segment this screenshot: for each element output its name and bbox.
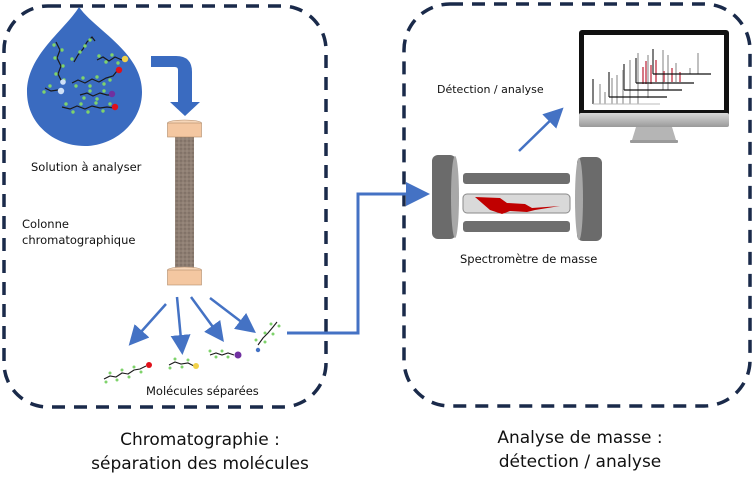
chromatography-column xyxy=(167,119,202,286)
mass-analysis-caption: Analyse de masse : détection / analyse xyxy=(460,426,700,474)
separated-molecules-label: Molécules séparées xyxy=(146,384,259,398)
hydrogen-atoms xyxy=(42,38,120,114)
column-label-line2: chromatographique xyxy=(22,233,136,247)
detection-label: Détection / analyse xyxy=(437,83,544,96)
separation-arrow xyxy=(189,296,224,343)
atom-purple xyxy=(108,90,116,98)
atom-yellow xyxy=(121,55,129,63)
separated-molecules xyxy=(103,321,281,384)
separation-arrows xyxy=(128,296,256,355)
transfer-arrow xyxy=(287,182,430,335)
column-label-line1: Colonne xyxy=(22,217,69,231)
chromatography-section-border xyxy=(2,4,328,409)
separation-arrow xyxy=(209,297,256,334)
chromatography-caption-line1: Chromatographie : xyxy=(120,430,280,450)
mass-spectrum-chart xyxy=(592,49,711,105)
mass-analysis-section-border xyxy=(402,2,752,408)
solution-drop xyxy=(27,7,142,146)
atom-red xyxy=(111,103,119,111)
detection-arrow xyxy=(518,107,564,152)
mass-analysis-caption-line1: Analyse de masse : xyxy=(497,428,663,448)
atom-red xyxy=(115,66,123,74)
mass-spectrometer xyxy=(432,155,602,241)
atom-lightblue xyxy=(57,87,65,95)
solution-label: Solution à analyser xyxy=(31,160,142,174)
separation-arrow xyxy=(128,303,167,346)
mass-analysis-caption-line2: détection / analyse xyxy=(498,452,662,472)
spectrometer-label: Spectromètre de masse xyxy=(460,252,598,266)
atom-blue xyxy=(255,347,261,353)
atom-yellow xyxy=(193,363,199,369)
atom-red xyxy=(146,362,152,368)
atom-purple xyxy=(234,351,242,359)
computer-monitor-icon xyxy=(579,30,729,143)
separation-arrow xyxy=(170,296,191,355)
atom-lightblue xyxy=(60,79,66,85)
chromatography-caption: Chromatographie : séparation des molécul… xyxy=(60,428,340,476)
ion-beam-lightning-icon xyxy=(475,197,560,214)
injection-arrow-icon xyxy=(151,56,200,116)
chromatography-caption-line2: séparation des molécules xyxy=(91,454,309,474)
